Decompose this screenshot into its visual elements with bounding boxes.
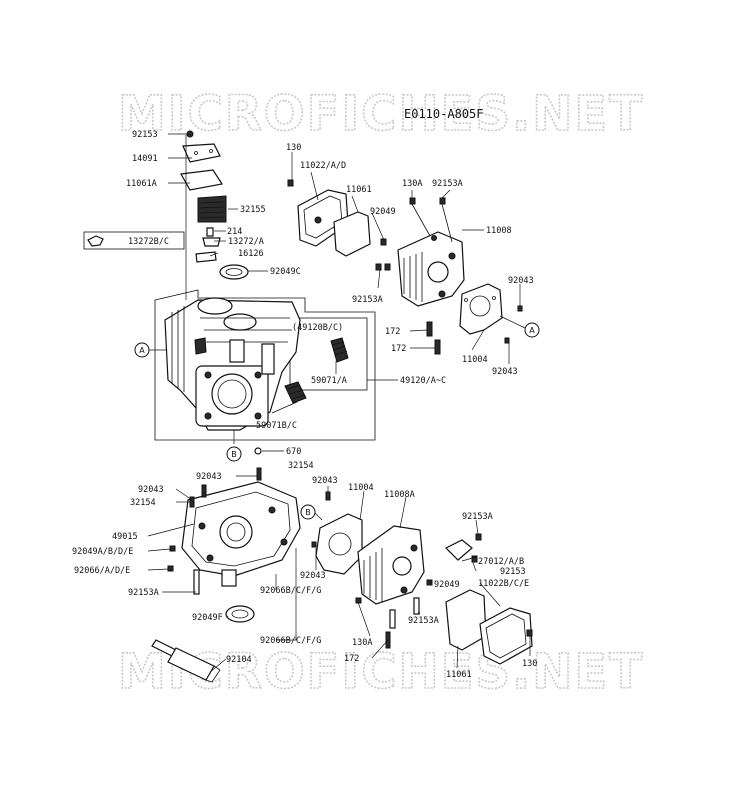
oil-seal-icon bbox=[219, 264, 249, 280]
label-92153-2: 92153 bbox=[500, 567, 526, 577]
crankcase-cover-49015 bbox=[181, 481, 301, 587]
cylinder-head-11008 bbox=[397, 231, 465, 307]
label-11061-2: 11061 bbox=[446, 670, 472, 680]
label-130a: 130A bbox=[402, 179, 422, 189]
label-11004: 11004 bbox=[462, 355, 488, 365]
plate-icon bbox=[195, 251, 217, 263]
label-92104: 92104 bbox=[226, 655, 252, 665]
label-92043-4: 92043 bbox=[138, 485, 164, 495]
label-214: 214 bbox=[227, 227, 242, 237]
label-59071a: 59071/A bbox=[311, 376, 347, 386]
gasket-11061-b bbox=[445, 589, 487, 651]
label-11061: 11061 bbox=[346, 185, 372, 195]
label-13272b-c: 13272B/C bbox=[128, 237, 169, 247]
bracket-27012 bbox=[444, 539, 473, 561]
cover-plate-icon bbox=[182, 143, 221, 163]
label-92153a: 92153A bbox=[432, 179, 463, 189]
label-14091: 14091 bbox=[132, 154, 158, 164]
label-92153: 92153 bbox=[132, 130, 158, 140]
label-92043: 92043 bbox=[508, 276, 534, 286]
spring-59071b bbox=[284, 381, 307, 404]
label-11022b: 11022B/C/E bbox=[478, 579, 529, 589]
gasket-icon bbox=[180, 169, 223, 191]
sealant-tube-92104 bbox=[151, 639, 221, 683]
head-gasket-11004-b bbox=[315, 513, 363, 575]
label-92066: 92066/A/D/E bbox=[74, 566, 130, 576]
label-49120bc: (49120B/C) bbox=[292, 323, 343, 333]
label-27012: 27012/A/B bbox=[478, 557, 524, 567]
reference-marker-a-right: A bbox=[499, 315, 540, 338]
head-gasket-11004 bbox=[459, 283, 503, 335]
watermark-top: MICROFICHES.NET bbox=[118, 86, 644, 142]
label-92153a-5: 92153A bbox=[408, 616, 439, 626]
label-172-3: 172 bbox=[344, 654, 359, 664]
svg-text:A: A bbox=[529, 326, 535, 335]
part-labels: 92153 14091 11061A 32155 214 13272/A 132… bbox=[72, 130, 537, 680]
o-ring-670 bbox=[254, 447, 262, 455]
spring-kit bbox=[330, 337, 349, 363]
label-11022: 11022/A/D bbox=[300, 161, 346, 171]
svg-text:B: B bbox=[231, 450, 237, 459]
label-92153a-3: 92153A bbox=[128, 588, 159, 598]
label-92066b-2: 92066B/C/F/G bbox=[260, 636, 321, 646]
reference-marker-a-left: A bbox=[134, 342, 166, 358]
label-13272-a: 13272/A bbox=[228, 237, 264, 247]
label-92043-6: 92043 bbox=[300, 571, 326, 581]
breather-cover-group bbox=[180, 130, 249, 280]
label-92043-3: 92043 bbox=[196, 472, 222, 482]
cylinder-block bbox=[164, 297, 301, 431]
watermark-bottom: MICROFICHES.NET bbox=[118, 644, 644, 700]
label-11004-2: 11004 bbox=[348, 483, 374, 493]
label-32155: 32155 bbox=[240, 205, 266, 215]
label-32154: 32154 bbox=[288, 461, 314, 471]
label-49015: 49015 bbox=[112, 532, 138, 542]
diagram-code: E0110-A805F bbox=[404, 107, 483, 121]
label-92049: 92049 bbox=[370, 207, 396, 217]
label-92049a: 92049A/B/D/E bbox=[72, 547, 133, 557]
label-172-2: 172 bbox=[391, 344, 406, 354]
svg-text:B: B bbox=[305, 508, 311, 517]
label-49120: 49120/A~C bbox=[400, 376, 446, 386]
clip-icon bbox=[202, 237, 221, 247]
cylinder-head-11008a bbox=[357, 525, 425, 605]
label-92153a-4: 92153A bbox=[462, 512, 493, 522]
oil-seal-92049f bbox=[225, 605, 255, 623]
label-11008a: 11008A bbox=[384, 490, 415, 500]
reference-marker-b-bottom: B bbox=[300, 504, 323, 521]
label-92049c: 92049C bbox=[270, 267, 301, 277]
label-59071bc: 59071B/C bbox=[256, 421, 297, 431]
label-92043-2: 92043 bbox=[492, 367, 518, 377]
label-172: 172 bbox=[385, 327, 400, 337]
label-130: 130 bbox=[286, 143, 301, 153]
leader-lines bbox=[147, 133, 531, 673]
cylinder-group-frame bbox=[154, 289, 376, 441]
label-11061a: 11061A bbox=[126, 179, 157, 189]
reference-marker-b-top: B bbox=[226, 446, 242, 462]
label-16126: 16126 bbox=[238, 249, 264, 259]
label-92049f: 92049F bbox=[192, 613, 223, 623]
label-11008: 11008 bbox=[486, 226, 512, 236]
label-130-2: 130 bbox=[522, 659, 537, 669]
label-92049-2: 92049 bbox=[434, 580, 460, 590]
svg-text:A: A bbox=[139, 346, 145, 355]
label-32154-2: 32154 bbox=[130, 498, 156, 508]
label-92066b: 92066B/C/F/G bbox=[260, 586, 321, 596]
head-bolts bbox=[287, 179, 523, 355]
bracket-13272b bbox=[83, 231, 185, 250]
label-92153a-2: 92153A bbox=[352, 295, 383, 305]
label-92043-5: 92043 bbox=[312, 476, 338, 486]
label-130a-2: 130A bbox=[352, 638, 372, 648]
rocker-cover-11022b bbox=[479, 607, 533, 665]
label-670: 670 bbox=[286, 447, 301, 457]
